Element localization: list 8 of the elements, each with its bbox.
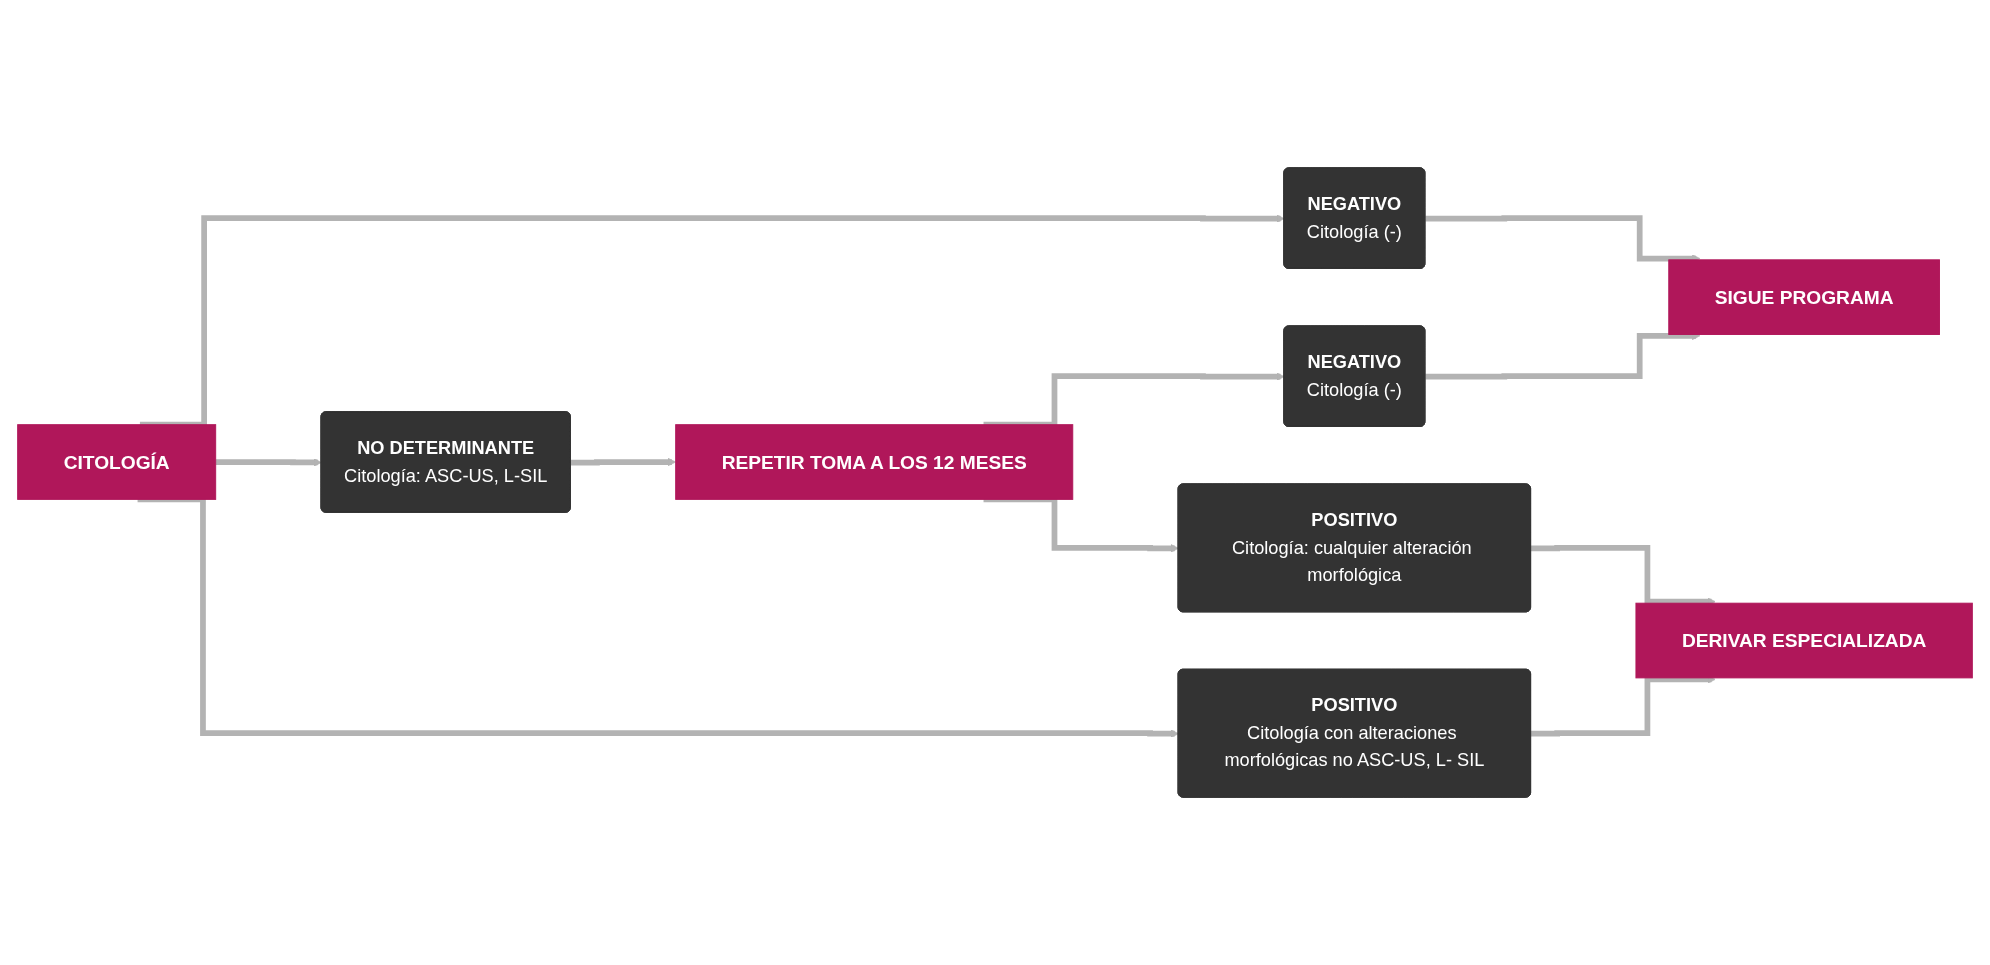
node-box: CITOLOGÍA <box>17 424 217 500</box>
node-box: SIGUE PROGRAMA <box>1668 259 1940 335</box>
node-box: DERIVAR ESPECIALIZADA <box>1635 602 1973 679</box>
arrow <box>215 458 322 467</box>
node-box: REPETIR TOMA A LOS 12 MESES <box>675 424 1074 500</box>
arrow <box>1425 331 1701 380</box>
arrow <box>1425 215 1701 263</box>
arrow <box>570 457 677 467</box>
